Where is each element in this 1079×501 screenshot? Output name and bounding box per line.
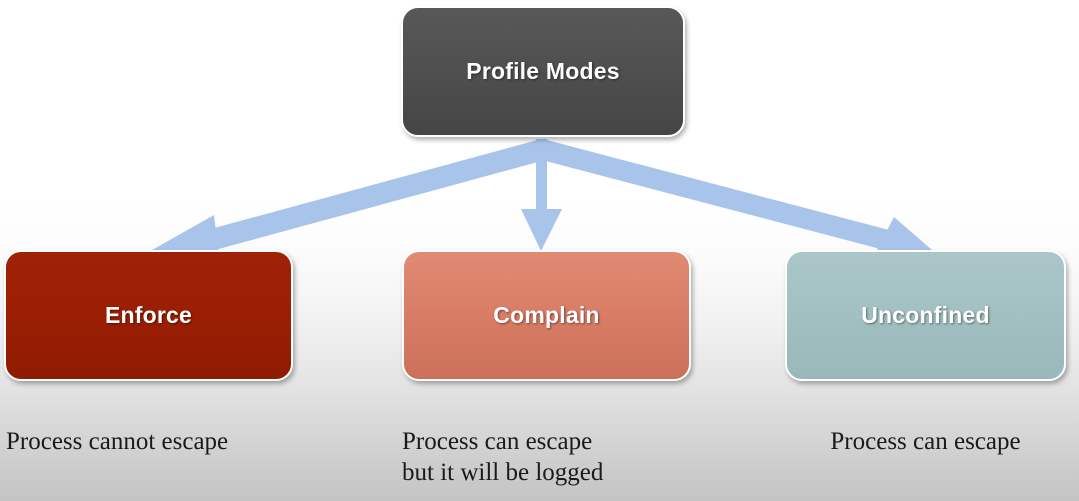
- arrow-root-to-enforce: [152, 139, 549, 257]
- caption-unconfined: Process can escape: [830, 428, 1021, 455]
- caption-enforce: Process cannot escape: [6, 428, 229, 455]
- node-complain-label: Complain: [493, 302, 600, 328]
- caption-complain: Process can escape but it will be logged: [402, 428, 604, 486]
- node-complain[interactable]: Complain: [402, 250, 691, 381]
- arrow-root-to-unconfined: [538, 139, 932, 254]
- node-enforce[interactable]: Enforce: [4, 250, 293, 381]
- node-unconfined[interactable]: Unconfined: [785, 250, 1066, 381]
- node-profile-modes-label: Profile Modes: [466, 58, 620, 84]
- node-enforce-label: Enforce: [104, 302, 193, 328]
- node-unconfined-label: Unconfined: [861, 302, 990, 328]
- node-profile-modes[interactable]: Profile Modes: [401, 6, 685, 137]
- arrow-root-to-complain: [521, 139, 562, 251]
